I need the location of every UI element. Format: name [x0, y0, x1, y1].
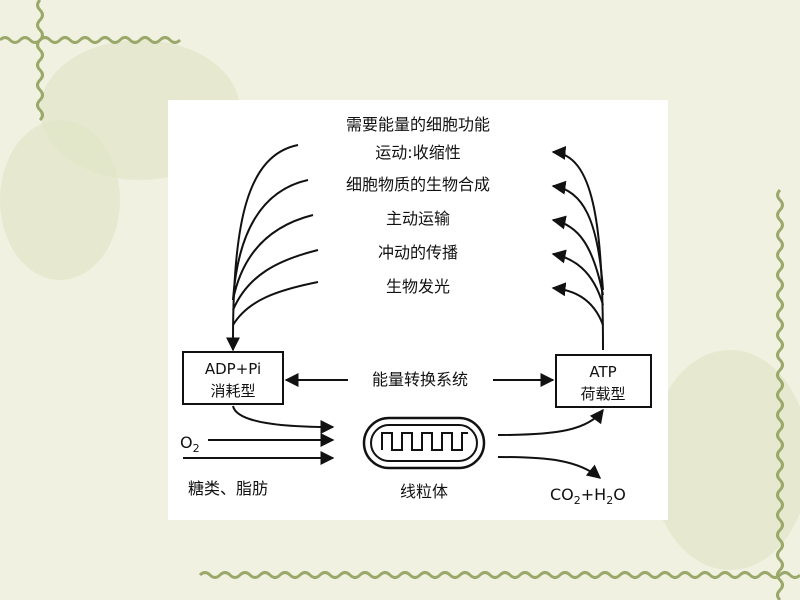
- diagram-panel: 需要能量的细胞功能 运动:收缩性 细胞物质的生物合成 主动运输 冲动的传播 生物…: [168, 100, 668, 520]
- center-label: 能量转换系统: [372, 370, 468, 389]
- adp-to-mito-curve: [232, 405, 335, 434]
- atp-box: [555, 354, 652, 408]
- atp-fan-curve-4: [551, 249, 604, 306]
- o2-label: O2: [180, 433, 200, 455]
- adp-fan-curve-3: [232, 214, 314, 301]
- top-label-1: 需要能量的细胞功能: [346, 115, 490, 134]
- mito-to-products-curve: [497, 456, 602, 479]
- mito-to-atp-curve: [497, 408, 604, 436]
- left-wavy-border: [36, 0, 44, 122]
- atp-fan-curve-3: [551, 215, 604, 296]
- atp-box-line2: 荷载型: [580, 385, 625, 403]
- function-label-2: 主动运输: [386, 209, 450, 228]
- adp-fan-curve-2: [232, 179, 309, 301]
- function-label-1: 细胞物质的生物合成: [346, 175, 490, 194]
- bottom-wavy-border: [198, 571, 800, 579]
- background-blossom-2: [650, 350, 800, 570]
- energy-diagram: 需要能量的细胞功能 运动:收缩性 细胞物质的生物合成 主动运输 冲动的传播 生物…: [180, 115, 652, 507]
- background-blossom-3: [0, 120, 120, 280]
- top-wavy-border: [0, 36, 182, 44]
- atp-box-line1: ATP: [589, 363, 616, 381]
- adp-fan-curve-5: [232, 281, 319, 326]
- mitochondrion-cristae: [381, 432, 468, 451]
- top-label-2: 运动:收缩性: [375, 143, 460, 162]
- adp-box: [182, 351, 284, 405]
- right-wavy-border: [776, 188, 784, 600]
- mito-label: 线粒体: [400, 482, 448, 501]
- function-label-4: 生物发光: [386, 277, 450, 296]
- adp-box-line2: 消耗型: [210, 382, 255, 400]
- products-label: CO2+H2O: [550, 485, 626, 507]
- atp-fan-curve-2: [551, 180, 604, 291]
- adp-fan-curve-4: [232, 249, 319, 311]
- atp-fan-curve-1: [551, 145, 604, 351]
- nutrients-label: 糖类、脂肪: [188, 479, 268, 498]
- atp-fan-curve-5: [551, 282, 604, 326]
- function-label-3: 冲动的传播: [378, 243, 458, 262]
- adp-box-line1: ADP+Pi: [205, 360, 261, 378]
